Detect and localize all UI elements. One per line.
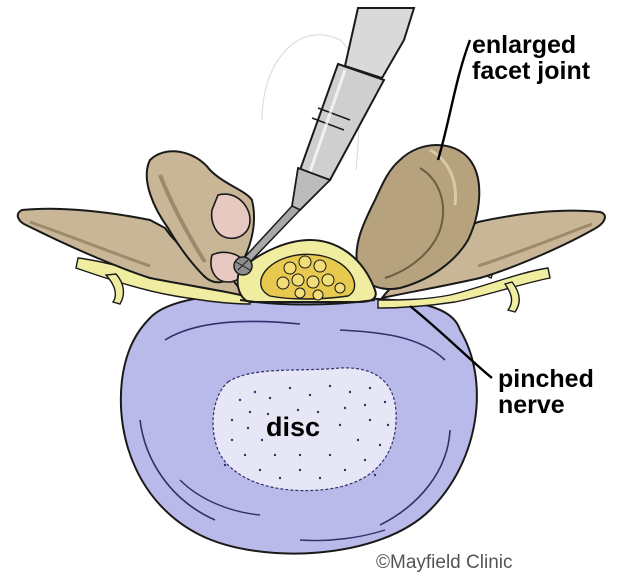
facet-joint-label: enlarged facet joint (472, 32, 590, 85)
facet-label-line1: enlarged (472, 32, 590, 58)
pinched-nerve-label: pinched nerve (498, 366, 594, 419)
facet-label-line2: facet joint (472, 58, 590, 84)
disc-label: disc (266, 413, 320, 441)
facet-leader-line (438, 40, 470, 160)
copyright-credit: ©Mayfield Clinic (376, 552, 512, 574)
nerve-label-line1: pinched (498, 366, 594, 392)
nerve-label-line2: nerve (498, 392, 594, 418)
